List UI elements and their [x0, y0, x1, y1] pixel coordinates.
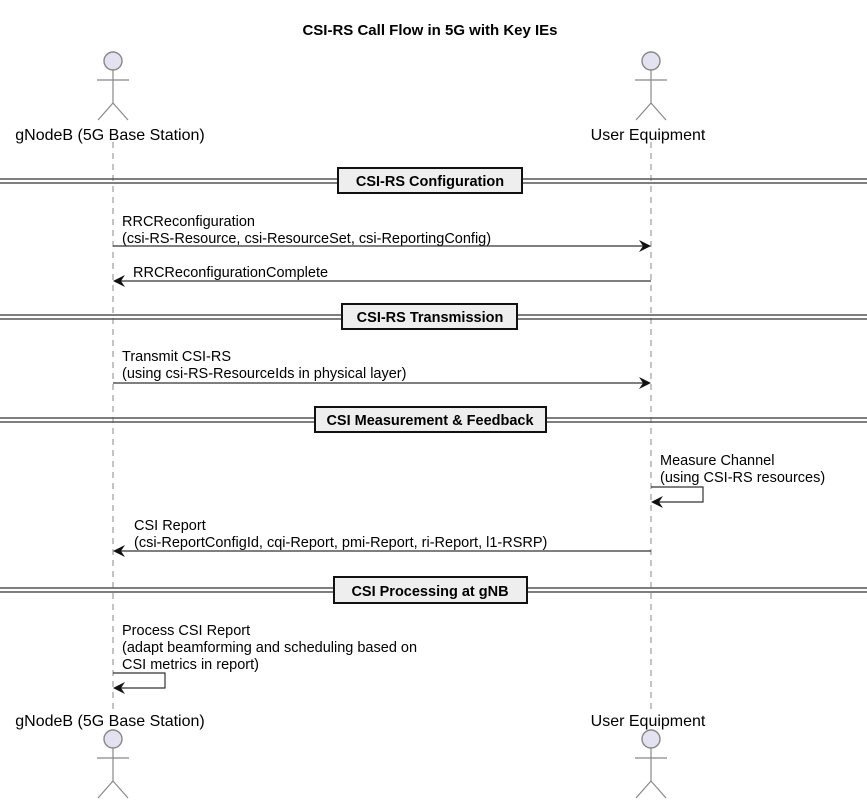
participant-label-gnodeb: gNodeB (5G Base Station) — [15, 713, 204, 730]
actor-user-equipment-bottom: User Equipment — [591, 713, 706, 799]
message-label-line: (csi-ReportConfigId, cqi-Report, pmi-Rep… — [134, 535, 547, 551]
actor-icon — [97, 51, 129, 121]
arrow-head-icon — [639, 377, 651, 389]
message-label-line: RRCReconfigurationComplete — [133, 265, 328, 281]
message-csi-report: CSI Report (csi-ReportConfigId, cqi-Repo… — [113, 518, 651, 557]
arrow-head-icon — [651, 496, 663, 508]
message-measure-channel: Measure Channel (using CSI-RS resources) — [651, 453, 825, 508]
divider-csi-rs-configuration: CSI-RS Configuration — [0, 167, 867, 194]
arrow-head-icon — [113, 275, 125, 287]
participant-label-user-equipment: User Equipment — [591, 713, 706, 730]
actor-icon — [635, 729, 667, 799]
divider-label: CSI-RS Configuration — [356, 174, 504, 190]
participant-label-user-equipment: User Equipment — [591, 127, 706, 144]
participant-label-gnodeb: gNodeB (5G Base Station) — [15, 127, 204, 144]
message-rrc-reconfiguration: RRCReconfiguration (csi-RS-Resource, csi… — [113, 214, 651, 252]
actor-icon — [97, 729, 129, 799]
actor-icon — [635, 51, 667, 121]
divider-csi-measurement-feedback: CSI Measurement & Feedback — [0, 406, 867, 433]
actor-user-equipment-top: User Equipment — [591, 51, 706, 144]
divider-csi-rs-transmission: CSI-RS Transmission — [0, 303, 867, 330]
message-label-line: CSI metrics in report) — [122, 657, 259, 673]
message-label-line: (using csi-RS-ResourceIds in physical la… — [122, 366, 406, 382]
message-label-line: (csi-RS-Resource, csi-ResourceSet, csi-R… — [122, 231, 491, 247]
message-rrc-reconfiguration-complete: RRCReconfigurationComplete — [113, 265, 651, 287]
arrow-head-icon — [113, 545, 125, 557]
actor-gnodeb-bottom: gNodeB (5G Base Station) — [15, 713, 205, 799]
actor-gnodeb-top: gNodeB (5G Base Station) — [15, 51, 205, 144]
message-label-line: (using CSI-RS resources) — [660, 470, 825, 486]
message-label-line: Measure Channel — [660, 453, 774, 469]
message-label-line: RRCReconfiguration — [122, 214, 255, 230]
message-label-line: CSI Report — [134, 518, 206, 534]
arrow-head-icon — [113, 682, 125, 694]
arrow-head-icon — [639, 240, 651, 252]
message-label-line: Process CSI Report — [122, 623, 250, 639]
divider-csi-processing-at-gnb: CSI Processing at gNB — [0, 576, 867, 604]
diagram-title: CSI-RS Call Flow in 5G with Key IEs — [302, 22, 557, 39]
message-transmit-csi-rs: Transmit CSI-RS (using csi-RS-ResourceId… — [113, 349, 651, 389]
message-label-line: (adapt beamforming and scheduling based … — [122, 640, 417, 656]
message-process-csi-report: Process CSI Report (adapt beamforming an… — [113, 623, 417, 694]
divider-label: CSI Measurement & Feedback — [326, 413, 534, 429]
divider-label: CSI Processing at gNB — [351, 584, 508, 600]
divider-label: CSI-RS Transmission — [357, 310, 504, 326]
message-label-line: Transmit CSI-RS — [122, 349, 231, 365]
